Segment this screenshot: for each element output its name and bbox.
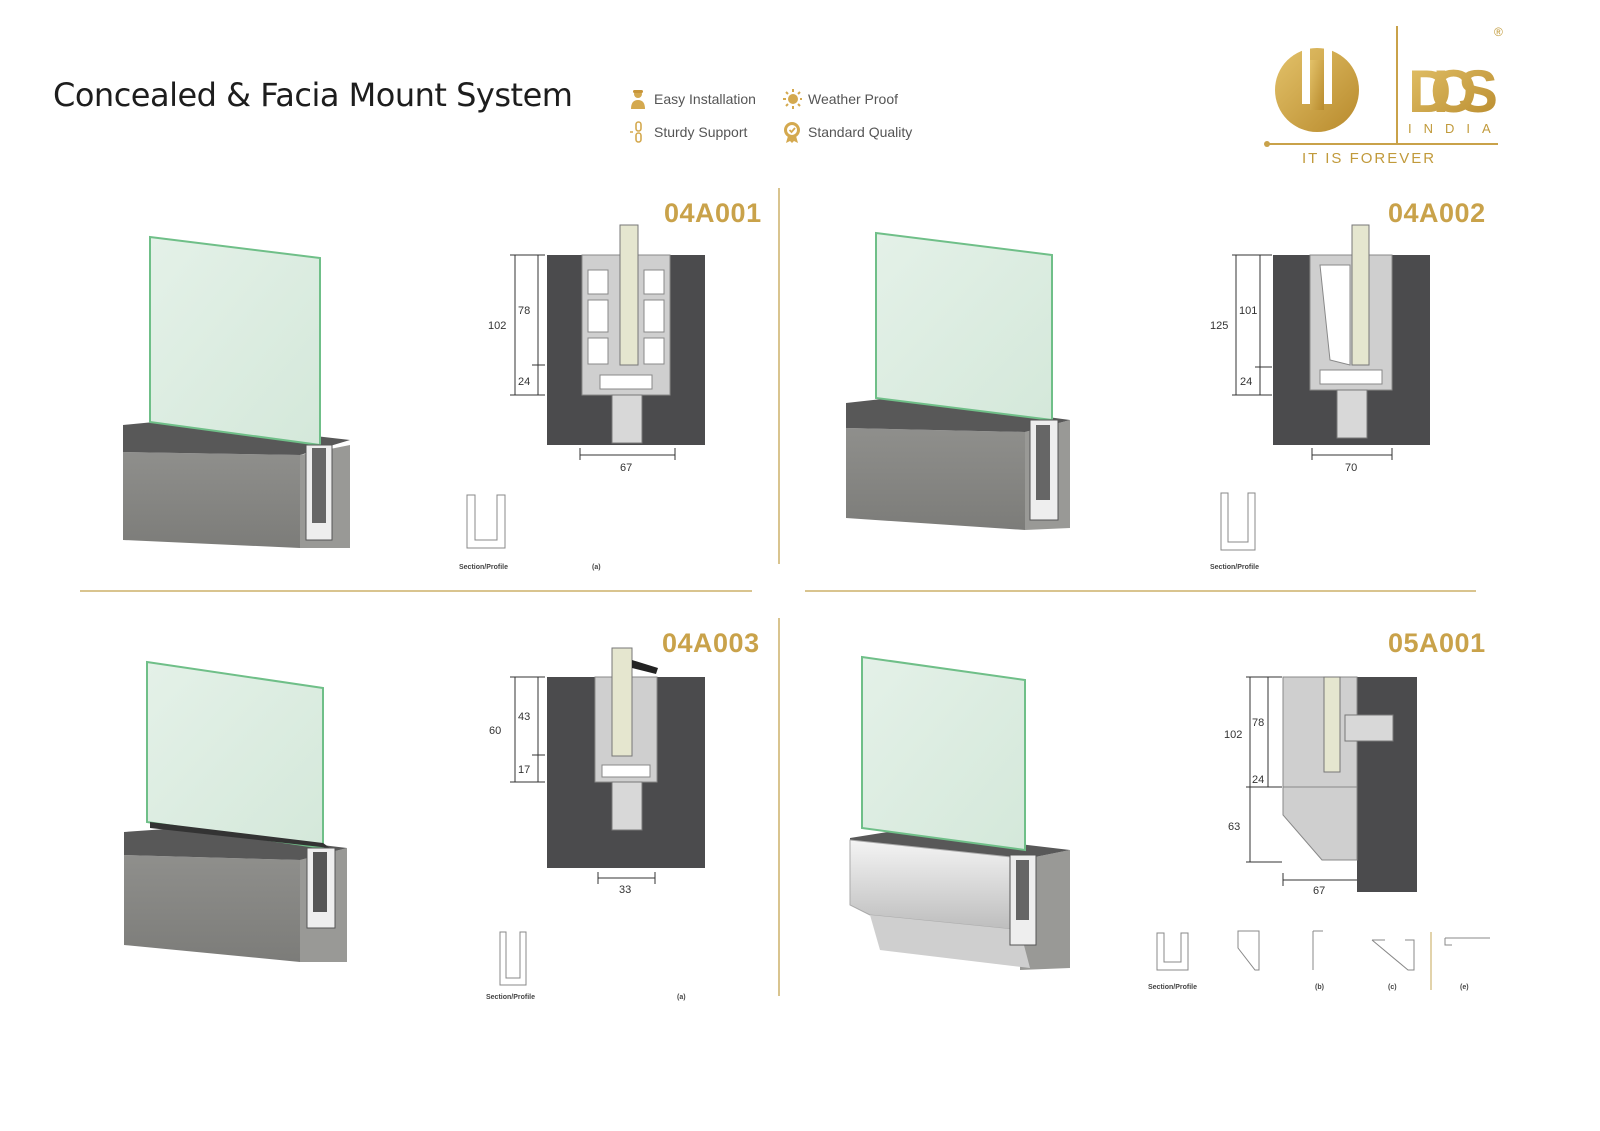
dimension-lower: 24 bbox=[1252, 774, 1264, 786]
feature-label: Weather Proof bbox=[808, 91, 899, 107]
render-04A001 bbox=[123, 235, 350, 548]
divider bbox=[80, 590, 752, 592]
dimension-width: 67 bbox=[620, 462, 632, 474]
dimension-total: 125 bbox=[1210, 320, 1228, 332]
section-drawing-05A001: 102 78 24 63 67 Section/Profile (b) (c) … bbox=[1148, 676, 1490, 991]
feature-label: Standard Quality bbox=[808, 124, 913, 140]
thumbnail-label: (a) bbox=[677, 994, 686, 1001]
section-drawing-04A003: 60 43 17 33 Section/Profile (a) bbox=[486, 647, 705, 1001]
logo-sub: INDIA bbox=[1408, 121, 1503, 136]
feature-standard-quality: Standard Quality bbox=[782, 121, 912, 143]
product-code: 05A001 bbox=[1388, 628, 1486, 658]
thumbnail-label: Section/Profile bbox=[1210, 564, 1259, 571]
sun-weather-icon bbox=[783, 89, 802, 109]
svg-text:DIOS: DIOS bbox=[1408, 58, 1498, 125]
quality-badge-icon bbox=[784, 122, 800, 143]
dimension-facia: 63 bbox=[1228, 821, 1240, 833]
dimension-upper: 43 bbox=[518, 711, 530, 723]
render-04A002 bbox=[846, 231, 1070, 530]
dimension-total: 60 bbox=[489, 725, 501, 737]
registered-mark: ® bbox=[1494, 25, 1503, 39]
product-code: 04A003 bbox=[662, 628, 760, 658]
feature-label: Sturdy Support bbox=[654, 124, 748, 140]
chain-link-icon bbox=[630, 121, 642, 143]
profile-thumbnail bbox=[1220, 492, 1256, 551]
dimension-upper: 101 bbox=[1239, 305, 1257, 317]
profile-thumbnail bbox=[466, 494, 506, 549]
thumbnail-label: (a) bbox=[592, 564, 601, 571]
dimension-lower: 17 bbox=[518, 764, 530, 776]
profile-thumbnail bbox=[499, 931, 527, 986]
feature-easy-installation: Easy Installation bbox=[628, 88, 756, 110]
section-drawing-04A001: 102 78 24 67 Section/Profile (a) bbox=[459, 224, 705, 571]
thumbnail-label: (e) bbox=[1460, 984, 1469, 991]
product-code: 04A002 bbox=[1388, 198, 1486, 228]
dimension-total: 102 bbox=[488, 320, 506, 332]
thumbnail-label: (c) bbox=[1388, 984, 1397, 991]
dimension-width: 70 bbox=[1345, 462, 1357, 474]
dimension-lower: 24 bbox=[518, 376, 530, 388]
dimension-width: 33 bbox=[619, 884, 631, 896]
product-code: 04A001 bbox=[664, 198, 762, 228]
dimension-width: 67 bbox=[1313, 885, 1325, 897]
dimension-total: 102 bbox=[1224, 729, 1242, 741]
dimension-lower: 24 bbox=[1240, 376, 1252, 388]
worker-icon bbox=[631, 90, 645, 109]
feature-sturdy-support: Sturdy Support bbox=[628, 121, 747, 143]
dimension-upper: 78 bbox=[1252, 717, 1264, 729]
logo-tagline: IT IS FOREVER bbox=[1302, 150, 1436, 167]
feature-weather-proof: Weather Proof bbox=[782, 88, 898, 110]
profile-thumbnails bbox=[1156, 930, 1490, 971]
thumbnail-label: Section/Profile bbox=[459, 564, 508, 571]
section-drawing-04A002: 125 101 24 70 Section/Profile bbox=[1210, 224, 1430, 571]
divider bbox=[805, 590, 1476, 592]
dimension-upper: 78 bbox=[518, 305, 530, 317]
feature-label: Easy Installation bbox=[654, 91, 756, 107]
thumbnail-label: (b) bbox=[1315, 984, 1324, 991]
thumbnail-label: Section/Profile bbox=[486, 994, 535, 1001]
page-title: Concealed & Facia Mount System bbox=[53, 76, 573, 114]
dios-logo-mark: DIOS INDIA IT IS FOREVER ® bbox=[1264, 25, 1503, 167]
thumbnail-label: Section/Profile bbox=[1148, 984, 1197, 991]
render-05A001 bbox=[849, 655, 1070, 970]
render-04A003 bbox=[124, 660, 347, 962]
divider bbox=[778, 188, 780, 564]
divider bbox=[778, 618, 780, 996]
brand-logo: DIOS INDIA IT IS FOREVER ® bbox=[1262, 20, 1522, 170]
